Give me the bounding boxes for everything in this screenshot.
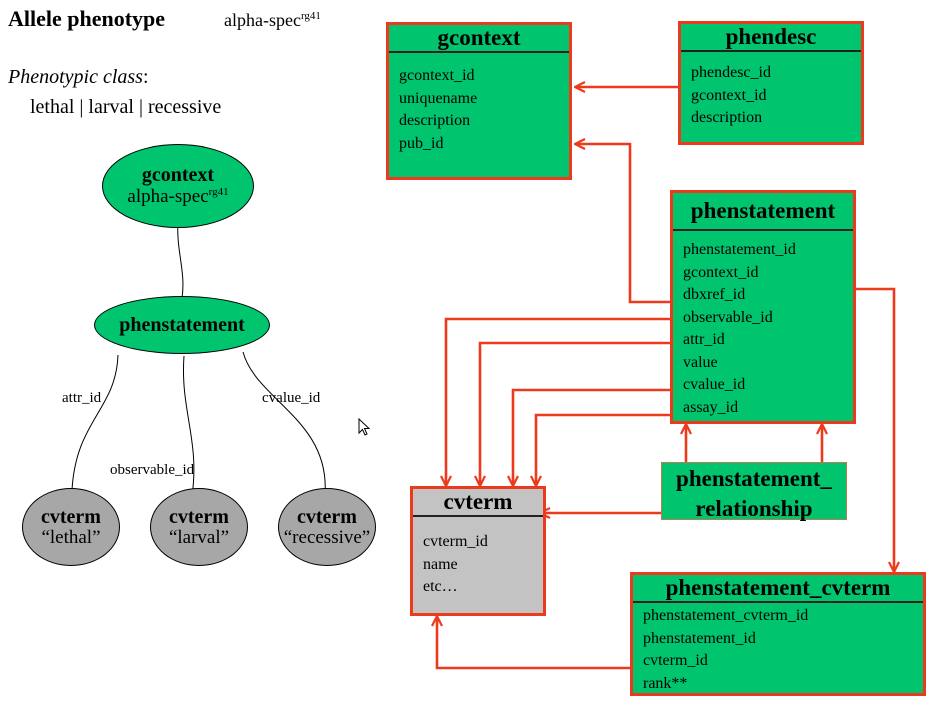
arrow-phenstatement-gcontext bbox=[575, 144, 670, 304]
table-phenstatement: phenstatement phenstatement_id gcontext_… bbox=[670, 190, 856, 424]
table-field: etc… bbox=[423, 578, 458, 595]
schema-arrows bbox=[437, 87, 894, 670]
tree-leaf-value: “recessive” bbox=[283, 526, 371, 548]
tree-edges bbox=[71, 221, 326, 497]
table-field: assay_id bbox=[683, 398, 739, 416]
tree-leaf-cvterm-larval: cvterm “larval” bbox=[150, 488, 248, 566]
table-phenstatement-cvterm-fields: phenstatement_cvterm_id phenstatement_id… bbox=[633, 603, 923, 695]
mouse-cursor-icon bbox=[358, 418, 371, 436]
table-field: rank** bbox=[643, 674, 688, 692]
tree-node-phenstatement-name: phenstatement bbox=[119, 314, 245, 336]
table-field: phendesc_id bbox=[691, 64, 771, 81]
table-field: observable_id bbox=[683, 308, 773, 326]
edge-gcontext-phenstatement bbox=[177, 221, 184, 299]
table-phenstatement-cvterm: phenstatement_cvterm phenstatement_cvter… bbox=[630, 572, 926, 696]
edge-cvalue bbox=[242, 351, 326, 495]
edge-observable bbox=[182, 355, 195, 497]
tree-node-phenstatement: phenstatement bbox=[94, 296, 270, 354]
table-phenstatement-fields: phenstatement_id gcontext_id dbxref_id o… bbox=[673, 231, 853, 419]
tree-leaf-cvterm-recessive: cvterm “recessive” bbox=[278, 488, 376, 566]
phenotypic-class-label: Phenotypic class: bbox=[8, 66, 149, 89]
table-gcontext-header: gcontext bbox=[389, 25, 569, 53]
table-field: phenstatement_id bbox=[643, 629, 756, 647]
arrow-observable-cvterm bbox=[446, 317, 670, 486]
table-field: phenstatement_cvterm_id bbox=[643, 607, 809, 624]
tree-leaf-value: “lethal” bbox=[41, 526, 101, 548]
arrow-attr-cvterm bbox=[480, 341, 670, 486]
table-phenstatement-relationship: phenstatement_ relationship bbox=[661, 462, 847, 521]
table-field: pub_id bbox=[399, 134, 444, 152]
table-field: attr_id bbox=[683, 331, 725, 348]
edge-attr bbox=[71, 354, 119, 491]
edge-label-attr: attr_id bbox=[62, 390, 102, 406]
table-field: gcontext_id bbox=[683, 263, 759, 281]
phenotypic-class-colon: : bbox=[142, 66, 149, 88]
allele-name: alpha-specrg41 bbox=[224, 10, 321, 31]
table-cvterm-header: cvterm bbox=[413, 489, 543, 517]
relationship-line-2: relationship bbox=[695, 496, 813, 521]
tree-leaf-name: cvterm bbox=[169, 505, 229, 528]
table-phendesc-header: phendesc bbox=[681, 24, 861, 52]
table-field: phenstatement_id bbox=[683, 241, 796, 258]
tree-leaf-name: cvterm bbox=[41, 505, 101, 528]
table-phenstatement-header: phenstatement bbox=[673, 193, 853, 231]
table-phendesc-fields: phendesc_id gcontext_id description bbox=[681, 52, 861, 130]
table-field: cvterm_id bbox=[423, 533, 488, 550]
phenotypic-class-values: lethal | larval | recessive bbox=[30, 96, 222, 118]
arrow-assay-cvterm bbox=[536, 413, 670, 486]
arrow-cvalue-cvterm bbox=[513, 388, 670, 486]
edge-label-observable: observable_id bbox=[110, 462, 195, 478]
tree-node-gcontext-allele: alpha-specrg41 bbox=[127, 186, 228, 208]
edge-label-cvalue: cvalue_id bbox=[262, 390, 321, 406]
relationship-line-1: phenstatement_ bbox=[676, 466, 832, 491]
table-field: gcontext_id bbox=[691, 86, 767, 104]
tree-node-gcontext-allele-base: alpha-spec bbox=[127, 186, 209, 208]
table-field: value bbox=[683, 353, 718, 371]
table-field: cvterm_id bbox=[643, 652, 708, 669]
arrow-pcvterm-cvterm bbox=[437, 616, 630, 670]
arrow-phenstatement-cvterm-table bbox=[856, 287, 894, 572]
allele-base: alpha-spec bbox=[224, 10, 301, 30]
tree-leaf-name: cvterm bbox=[297, 505, 357, 528]
table-field: description bbox=[691, 109, 763, 126]
table-phenstatement-cvterm-header: phenstatement_cvterm bbox=[633, 575, 923, 603]
table-gcontext-fields: gcontext_id uniquename description pub_i… bbox=[389, 53, 569, 155]
tree-leaf-value: “larval” bbox=[168, 526, 230, 548]
table-field: dbxref_id bbox=[683, 286, 746, 303]
phenotypic-class-text: Phenotypic class bbox=[8, 66, 143, 88]
tree-node-gcontext-allele-sup: rg41 bbox=[208, 186, 229, 199]
table-field: uniquename bbox=[399, 89, 478, 107]
table-field: gcontext_id bbox=[399, 67, 475, 84]
tree-leaf-cvterm-lethal: cvterm “lethal” bbox=[22, 488, 120, 566]
table-cvterm-fields: cvterm_id name etc… bbox=[413, 517, 543, 599]
table-field: cvalue_id bbox=[683, 376, 746, 393]
table-cvterm: cvterm cvterm_id name etc… bbox=[410, 486, 546, 616]
table-field: name bbox=[423, 555, 458, 573]
tree-node-gcontext-name: gcontext bbox=[141, 164, 215, 187]
page-title: Allele phenotype bbox=[8, 6, 166, 31]
allele-superscript: rg41 bbox=[300, 10, 321, 22]
table-field: description bbox=[399, 112, 471, 129]
tree-node-gcontext: gcontext alpha-specrg41 bbox=[102, 144, 254, 228]
table-gcontext: gcontext gcontext_id uniquename descript… bbox=[386, 22, 572, 180]
table-phendesc: phendesc phendesc_id gcontext_id descrip… bbox=[678, 21, 864, 145]
